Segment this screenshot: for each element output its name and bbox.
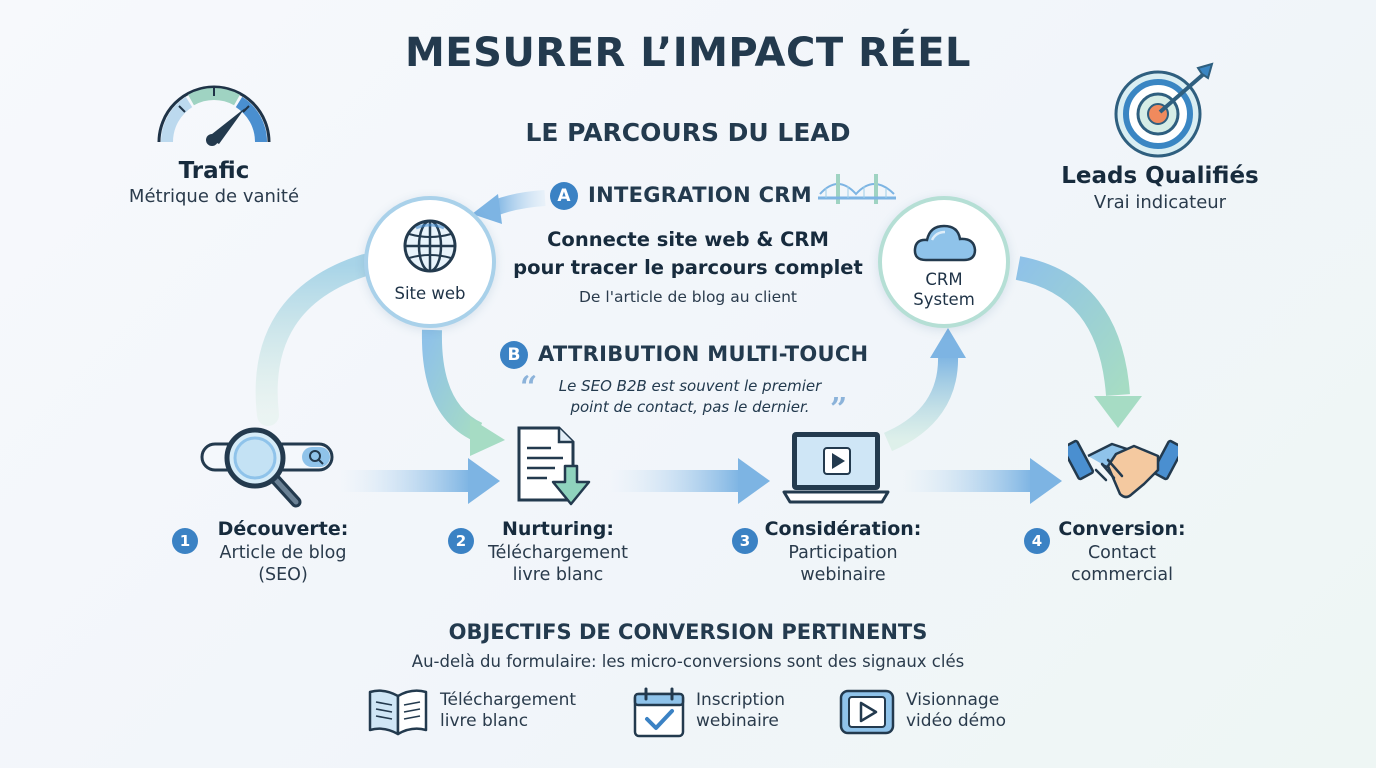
objective-demo-video-line-2: vidéo démo (906, 711, 1007, 731)
integration-description: Connecte site web & CRM pour tracer le p… (480, 226, 896, 306)
attribution-quote-line-2: point de contact, pas le dernier. (570, 398, 810, 416)
objective-whitepaper-label: Téléchargement livre blanc (440, 690, 576, 732)
bridge-icon (818, 174, 896, 204)
objective-webinar-line-2: webinaire (696, 711, 779, 731)
arrow-website-to-nurturing (421, 329, 505, 456)
arrow-step2-to-step3 (610, 458, 770, 504)
kpi-leads-title: Leads Qualifiés (1061, 163, 1259, 189)
node-website: Site web (364, 196, 496, 328)
kpi-leads-subtitle: Vrai indicateur (1093, 192, 1227, 213)
target-icon (1114, 62, 1214, 158)
node-crm: CRM System (878, 196, 1010, 328)
step-3-description: Participation webinaire (760, 542, 926, 586)
integration-heading: INTEGRATION CRM (588, 183, 812, 207)
step-3-desc-line-1: Participation (788, 543, 898, 563)
arrow-step1-to-step2 (340, 458, 500, 504)
step-conversion: 4 Conversion: Contact commercial (1022, 518, 1202, 588)
step-4-number: 4 (1024, 528, 1050, 554)
integration-line-2: pour tracer le parcours complet (513, 256, 863, 279)
step-1-title: Découverte: (217, 518, 349, 540)
search-bar-icon (200, 427, 334, 508)
objective-webinar-label: Inscription webinaire (696, 690, 785, 732)
step-3-number: 3 (732, 528, 758, 554)
handshake-icon (1068, 439, 1178, 499)
step-consideration: 3 Considération: Participation webinaire (730, 518, 940, 588)
step-2-title: Nurturing: (501, 518, 614, 540)
step-3-desc-line-2: webinaire (800, 565, 886, 585)
arrow-consideration-to-crm (883, 328, 966, 452)
quote-close-mark: ” (830, 392, 848, 427)
objectives-title: OBJECTIFS DE CONVERSION PERTINENTS (448, 620, 928, 644)
objective-webinar: Inscription webinaire (632, 686, 822, 740)
objectives-subtitle: Au-delà du formulaire: les micro-convers… (411, 652, 965, 671)
arrow-step3-to-step4 (900, 458, 1062, 504)
document-download-icon (517, 426, 591, 506)
objective-demo-video-line-1: Visionnage (906, 690, 1000, 710)
kpi-traffic: Trafic Métrique de vanité (104, 80, 324, 210)
kpi-traffic-subtitle: Métrique de vanité (128, 186, 300, 207)
arrow-crm-to-conversion (1015, 256, 1142, 428)
open-book-icon (368, 689, 428, 736)
objective-whitepaper: Téléchargement livre blanc (366, 686, 606, 740)
step-1-desc-line-1: Article de blog (219, 543, 347, 563)
node-crm-label-line-2: System (913, 290, 975, 309)
objective-webinar-line-1: Inscription (696, 690, 786, 710)
step-4-desc-line-2: commercial (1070, 565, 1174, 585)
objective-demo-video-label: Visionnage vidéo démo (906, 690, 1006, 732)
step-1-number: 1 (172, 528, 198, 554)
node-crm-label: CRM System (882, 270, 1006, 310)
kpi-traffic-title: Trafic (178, 158, 250, 184)
step-2-description: Téléchargement livre blanc (480, 542, 636, 586)
cloud-icon (913, 224, 977, 262)
step-4-title: Conversion: (1058, 518, 1186, 540)
step-2-desc-line-1: Téléchargement (487, 543, 629, 563)
arrow-integration-to-website (472, 190, 546, 224)
step-1-desc-line-2: (SEO) (258, 565, 308, 585)
video-play-icon (839, 689, 895, 735)
integration-line-1: Connecte site web & CRM (547, 228, 829, 251)
attribution-badge: B (500, 341, 528, 369)
attribution-quote: Le SEO B2B est souvent le premier point … (540, 376, 840, 418)
quote-open-mark: “ (520, 370, 538, 405)
page-subtitle: LE PARCOURS DU LEAD (525, 118, 851, 147)
attribution-heading: ATTRIBUTION MULTI-TOUCH (538, 342, 869, 366)
step-4-desc-line-1: Contact (1087, 543, 1157, 563)
globe-icon (403, 219, 457, 273)
integration-badge: A (550, 182, 578, 210)
speedometer-icon (157, 85, 271, 146)
calendar-check-icon (633, 687, 685, 738)
node-crm-label-line-1: CRM (925, 270, 963, 289)
objective-whitepaper-line-2: livre blanc (440, 711, 529, 731)
page-title: MESURER L’IMPACT RÉEL (404, 30, 972, 76)
step-discovery: 1 Découverte: Article de blog (SEO) (168, 518, 368, 588)
node-website-label: Site web (394, 284, 466, 303)
step-3-title: Considération: (764, 518, 922, 540)
step-2-desc-line-2: livre blanc (512, 565, 604, 585)
kpi-leads: Leads Qualifiés Vrai indicateur (1040, 60, 1280, 220)
step-nurturing: 2 Nurturing: Téléchargement livre blanc (446, 518, 656, 588)
step-1-description: Article de blog (SEO) (204, 542, 362, 586)
objective-demo-video: Visionnage vidéo démo (838, 686, 1038, 740)
objective-whitepaper-line-1: Téléchargement (440, 690, 577, 710)
integration-line-3: De l'article de blog au client (578, 288, 798, 306)
arc-discovery-to-website (255, 254, 376, 426)
attribution-quote-line-1: Le SEO B2B est souvent le premier (558, 377, 822, 395)
step-2-number: 2 (448, 528, 474, 554)
step-4-description: Contact commercial (1054, 542, 1190, 586)
laptop-video-icon (782, 432, 890, 504)
